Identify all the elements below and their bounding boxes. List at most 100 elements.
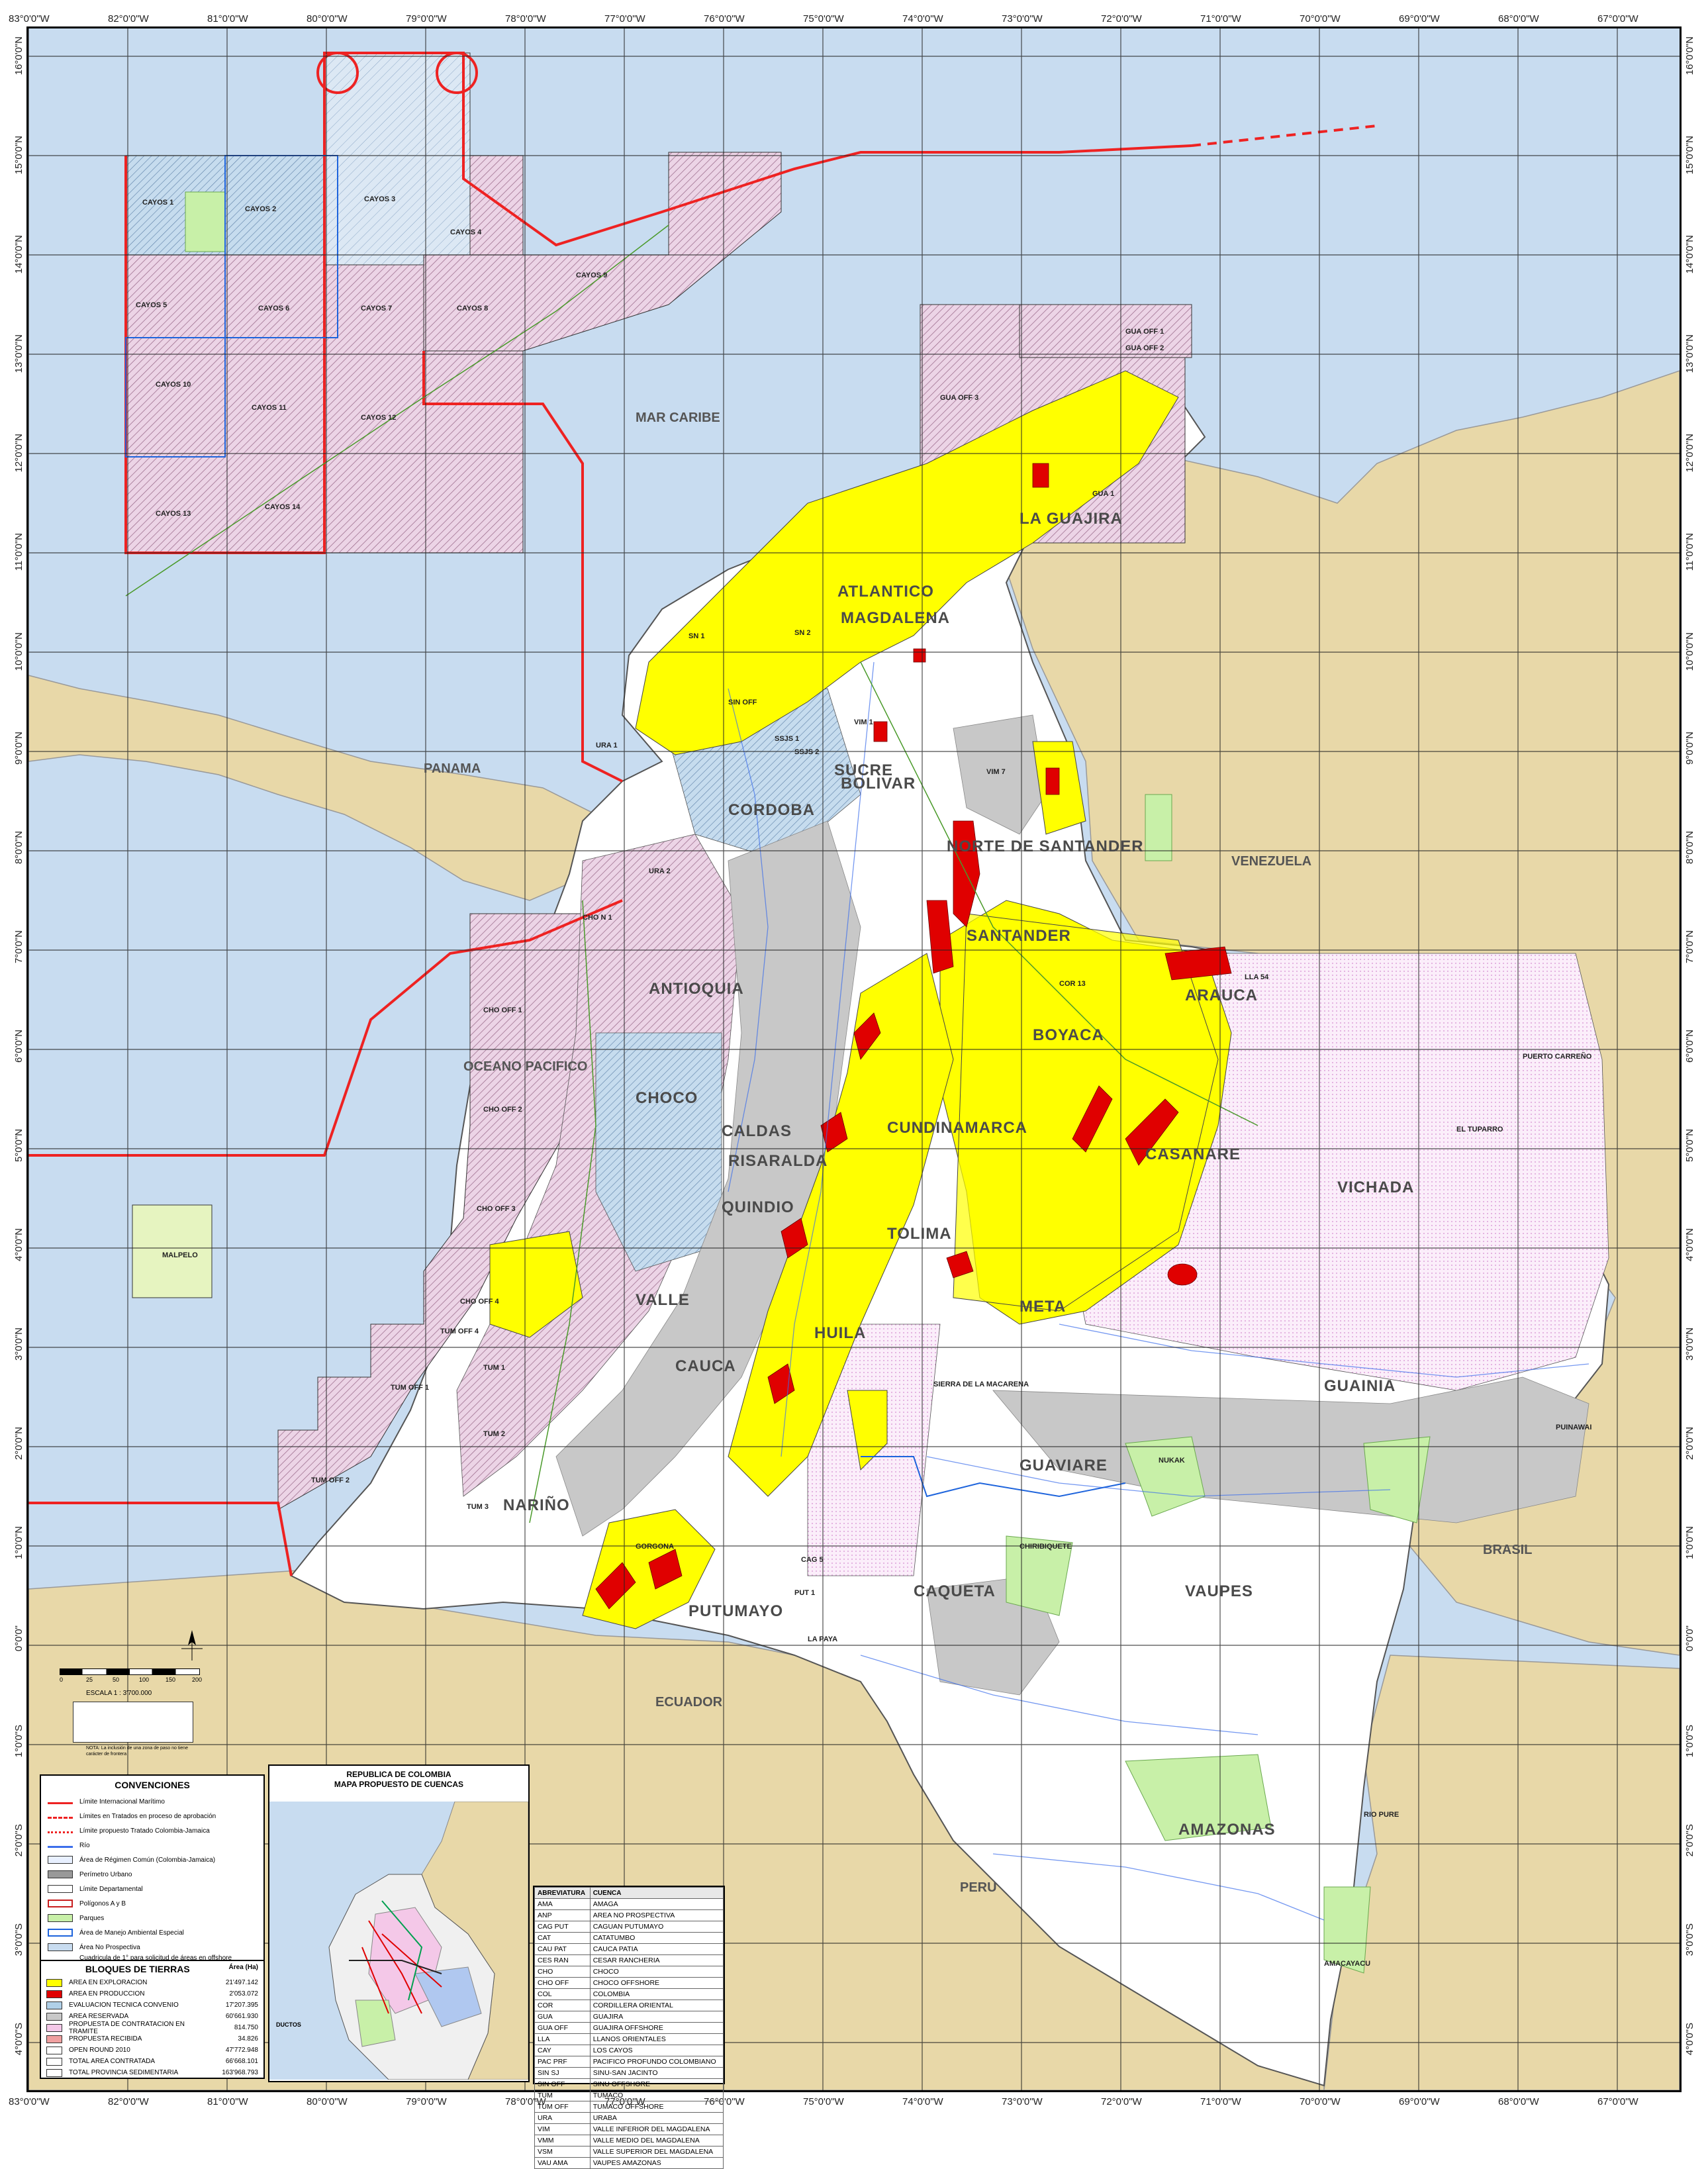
area-value: 163'968.793: [222, 2069, 258, 2076]
rivers: [728, 661, 1589, 1921]
block-label: CAYOS 6: [258, 305, 290, 313]
convention-row: Perímetro Urbano: [41, 1867, 263, 1882]
scale-tick: 25: [86, 1676, 93, 1683]
convention-row: Límite Internacional Marítimo: [41, 1794, 263, 1809]
coord-label: 69°0'0"W: [1399, 2096, 1440, 2107]
convention-label: Límite Internacional Marítimo: [79, 1798, 165, 1806]
block-label: TUM OFF 4: [440, 1327, 479, 1335]
block-label: CHO N 1: [583, 914, 612, 922]
basins-header-cell: CUENCA: [589, 1887, 724, 1899]
coord-label: 74°0'0"W: [902, 13, 943, 24]
place-label: RIO PURE: [1364, 1811, 1400, 1819]
coord-label: 79°0'0"W: [406, 13, 447, 24]
department-label: LA GUAJIRA: [1020, 510, 1123, 528]
country-label: PANAMA: [424, 761, 481, 776]
block-label: CHO OFF 4: [460, 1298, 499, 1306]
convention-swatch: [48, 1843, 73, 1848]
convention-row: Área de Régimen Común (Colombia-Jamaica): [41, 1853, 263, 1867]
area-swatch: [46, 2001, 62, 2009]
inset-title: REPUBLICA DE COLOMBIA: [346, 1770, 451, 1779]
coord-label: 13°0'0"N: [13, 334, 24, 373]
coord-label: 0°0'0": [1684, 1625, 1695, 1652]
coord-label: 74°0'0"W: [902, 2096, 943, 2107]
coord-label: 2°0'0"N: [13, 1427, 24, 1461]
convention-label: Área de Régimen Común (Colombia-Jamaica): [79, 1856, 216, 1864]
inset-map: REPUBLICA DE COLOMBIA MAPA PROPUESTO DE …: [268, 1764, 530, 2082]
area-value: 2'053.072: [229, 1990, 258, 1998]
department-label: CALDAS: [722, 1122, 792, 1140]
basin-name: CAGUAN PUTUMAYO: [589, 1921, 724, 1933]
coord-label: 10°0'0"N: [13, 632, 24, 671]
basin-name: CHOCO: [589, 1966, 724, 1978]
place-label: MALPELO: [162, 1251, 198, 1259]
coord-label: 70°0'0"W: [1300, 2096, 1341, 2107]
block-label: GUA OFF 2: [1125, 344, 1164, 352]
convention-swatch: [48, 1929, 73, 1937]
basin-name: TUMACO: [589, 2090, 724, 2101]
coord-label: 80°0'0"W: [307, 2096, 348, 2107]
block-label: LLA 54: [1245, 973, 1269, 981]
coord-label: 79°0'0"W: [406, 2096, 447, 2107]
block-label: VIM 1: [854, 718, 873, 726]
convention-swatch: [48, 1885, 73, 1893]
coord-label: 71°0'0"W: [1200, 13, 1241, 24]
coord-label: 71°0'0"W: [1200, 2096, 1241, 2107]
coord-label: 10°0'0"N: [1684, 632, 1695, 671]
department-label: CAQUETA: [914, 1582, 996, 1600]
place-label: EL TUPARRO: [1456, 1126, 1503, 1133]
area-swatch: [46, 2057, 62, 2066]
basin-abbreviation: GUA: [534, 2011, 591, 2023]
coord-label: 72°0'0"W: [1101, 13, 1142, 24]
convention-swatch: [48, 1856, 73, 1864]
basin-name: LOS CAYOS: [589, 2045, 724, 2056]
projection-box: [73, 1702, 193, 1743]
coord-label: 2°0'0"S: [1684, 1824, 1695, 1857]
basin-name: GUAJIRA OFFSHORE: [589, 2022, 724, 2034]
coord-label: 1°0'0"S: [1684, 1725, 1695, 1758]
block-label: CAYOS 11: [252, 404, 287, 412]
coord-label: 11°0'0"N: [1684, 533, 1695, 571]
coord-label: 75°0'0"W: [803, 13, 844, 24]
department-label: CASANARE: [1145, 1145, 1241, 1163]
coord-label: 3°0'0"N: [13, 1327, 24, 1361]
department-label: VICHADA: [1337, 1179, 1415, 1196]
place-label: LA PAYA: [808, 1635, 838, 1643]
coord-label: 83°0'0"W: [9, 13, 50, 24]
basin-name: LLANOS ORIENTALES: [589, 2033, 724, 2045]
coord-label: 78°0'0"W: [505, 13, 546, 24]
coord-label: 6°0'0"N: [1684, 1030, 1695, 1063]
department-label: VAUPES: [1185, 1582, 1253, 1600]
convention-label: Parques: [79, 1914, 105, 1922]
coord-label: 13°0'0"N: [1684, 334, 1695, 373]
block-label: GUA OFF 1: [1125, 328, 1164, 336]
place-label: AMACAYACU: [1324, 1960, 1371, 1968]
department-label: AMAZONAS: [1178, 1821, 1276, 1839]
block-label: GUA 1: [1092, 490, 1115, 498]
scale-note: NOTA: La inclusión de una zona de paso n…: [86, 1746, 188, 1757]
block-label: SIN OFF: [728, 699, 757, 706]
coord-label: 4°0'0"N: [13, 1228, 24, 1262]
coord-label: 77°0'0"W: [604, 13, 645, 24]
coord-label: 8°0'0"N: [13, 831, 24, 865]
coord-label: 16°0'0"N: [1684, 36, 1695, 75]
block-label: PUT 1: [794, 1589, 816, 1597]
department-label: META: [1020, 1298, 1067, 1316]
basin-abbreviation: PAC PRF: [534, 2056, 591, 2068]
basin-name: CATATUMBO: [589, 1932, 724, 1944]
place-label: GORGONA: [636, 1543, 675, 1551]
basin-abbreviation: CAU PAT: [534, 1943, 591, 1955]
